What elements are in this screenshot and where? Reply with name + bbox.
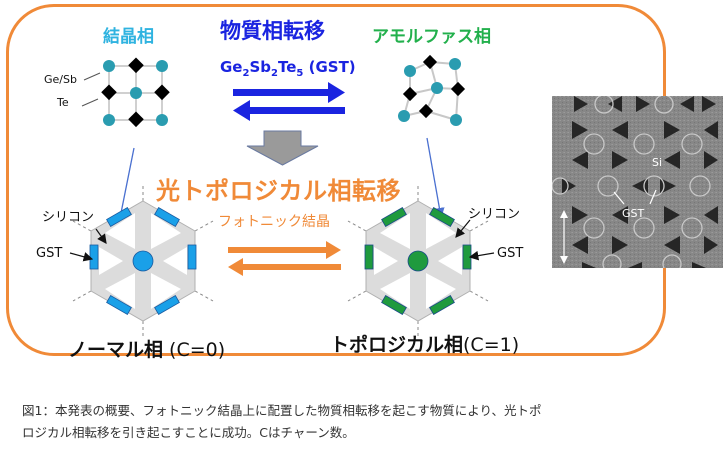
caption-line-2: ロジカル相転移を引き起こすことに成功。Cはチャーン数。 [22,425,355,440]
gesb-atom [103,114,115,126]
gesb-atom [130,87,142,99]
topological-phase-hexagon [347,183,489,339]
te-atom [101,84,117,101]
gesb-atom [450,114,462,126]
gst-segments [89,206,197,316]
formula-sub3: 5 [296,68,304,79]
topological-phase-name: トポロジカル相 [330,334,464,356]
te-atom [422,54,438,70]
formula-sub1: 2 [242,68,250,79]
silicon-left-arrow [95,228,107,244]
te-leader-line [81,98,99,107]
gst-label-right: GST [497,246,524,261]
gst-right-arrow [468,250,495,261]
normal-phase-hexagon [72,183,214,339]
normal-phase-chern: (C=0) [163,339,226,361]
topological-phase-chern: (C=1) [463,334,520,356]
gesb-leader-line [83,72,101,81]
topological-transition-label: 光トポロジカル相転移 [156,177,401,205]
figure-caption: 図1：本発表の概要、フォトニック結晶上に配置した物質相転移を起こす物質により、光… [22,400,712,444]
sem-pattern [552,96,723,268]
sem-image: Si GST [552,96,723,268]
formula-suffix: (GST) [303,58,356,76]
sem-si-label: Si [652,156,663,169]
formula-te: Te [277,58,297,76]
te-atom [450,81,466,97]
gesb-label: Ge/Sb [44,73,77,86]
gesb-atom [156,60,168,72]
caption-line-1: 図1：本発表の概要、フォトニック結晶上に配置した物質相転移を起こす物質により、光… [22,403,542,418]
gesb-atom [156,114,168,126]
gst-center-disk [132,250,154,272]
normal-phase-label: ノーマル相 (C=0) [68,335,225,362]
silicon-label-right: シリコン [468,207,521,222]
crystal-phase-label: 結晶相 [103,27,154,47]
crystal-lattice [101,57,170,128]
formula-sub2: 2 [271,68,278,79]
topological-transition-arrows [228,241,341,276]
gst-label-left: GST [36,246,63,261]
gst-segments [364,206,472,316]
down-arrow-icon [246,130,319,166]
te-label: Te [57,96,69,109]
te-atom [402,86,418,102]
gesb-atom [103,60,115,72]
gst-left-arrow [69,252,94,262]
amorphous-phase-label: アモルファス相 [372,27,491,47]
material-phase-transition-label: 物質相転移 [220,19,325,43]
te-atom [154,84,170,101]
gesb-atom [449,58,461,70]
gesb-atom [398,110,410,122]
te-atom [418,103,434,119]
amorphous-pointer-line [426,137,445,219]
te-atom [128,111,144,128]
material-transition-arrows [233,82,345,121]
gesb-atom [404,65,416,77]
sem-gst-label: GST [622,207,645,220]
gst-formula: Ge2Sb2Te5 (GST) [220,58,356,79]
silicon-label-left: シリコン [42,210,95,225]
formula-ge: Ge [220,58,243,76]
te-atom [128,57,144,74]
silicon-right-arrow [455,219,471,238]
topological-phase-label: トポロジカル相(C=1) [330,330,519,357]
photonic-crystal-label: フォトニック結晶 [218,214,330,230]
normal-phase-name: ノーマル相 [68,339,164,361]
gst-center-disk [407,250,429,272]
gesb-atom [431,82,443,94]
formula-sb: Sb [249,58,272,76]
